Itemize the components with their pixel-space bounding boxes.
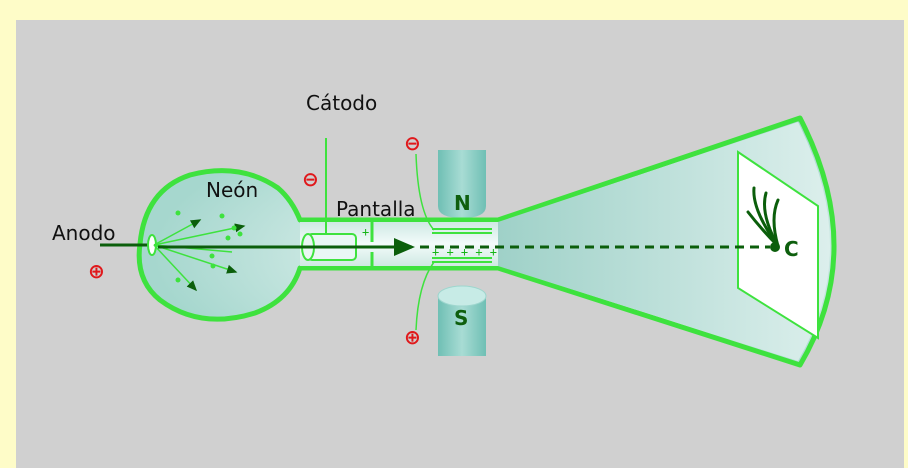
anode-plus-sign: ⊕ <box>88 259 105 283</box>
top-plate-wire <box>415 153 435 231</box>
neon-rays <box>153 219 246 292</box>
cathode-minus-sign: ⊖ <box>302 167 319 191</box>
neon-label: Neón <box>206 178 258 202</box>
aperture-plus: + <box>362 225 369 239</box>
north-magnet <box>438 150 486 218</box>
screen-label: Pantalla <box>336 197 416 221</box>
bottom-plate-wire <box>415 261 435 331</box>
anode-label: Anodo <box>52 221 116 245</box>
cathode-label: Cátodo <box>306 91 377 115</box>
spot-label: C <box>784 237 799 261</box>
bottom-plate-plus-sign: ⊕ <box>404 325 421 349</box>
impact-spot <box>770 242 780 252</box>
top-plate-minus-sign: ⊖ <box>404 131 421 155</box>
deflection-plates <box>432 228 492 263</box>
neon-particles <box>175 210 243 283</box>
north-pole-label: N <box>454 191 471 215</box>
south-pole-label: S <box>454 306 468 330</box>
south-magnet <box>437 285 487 356</box>
